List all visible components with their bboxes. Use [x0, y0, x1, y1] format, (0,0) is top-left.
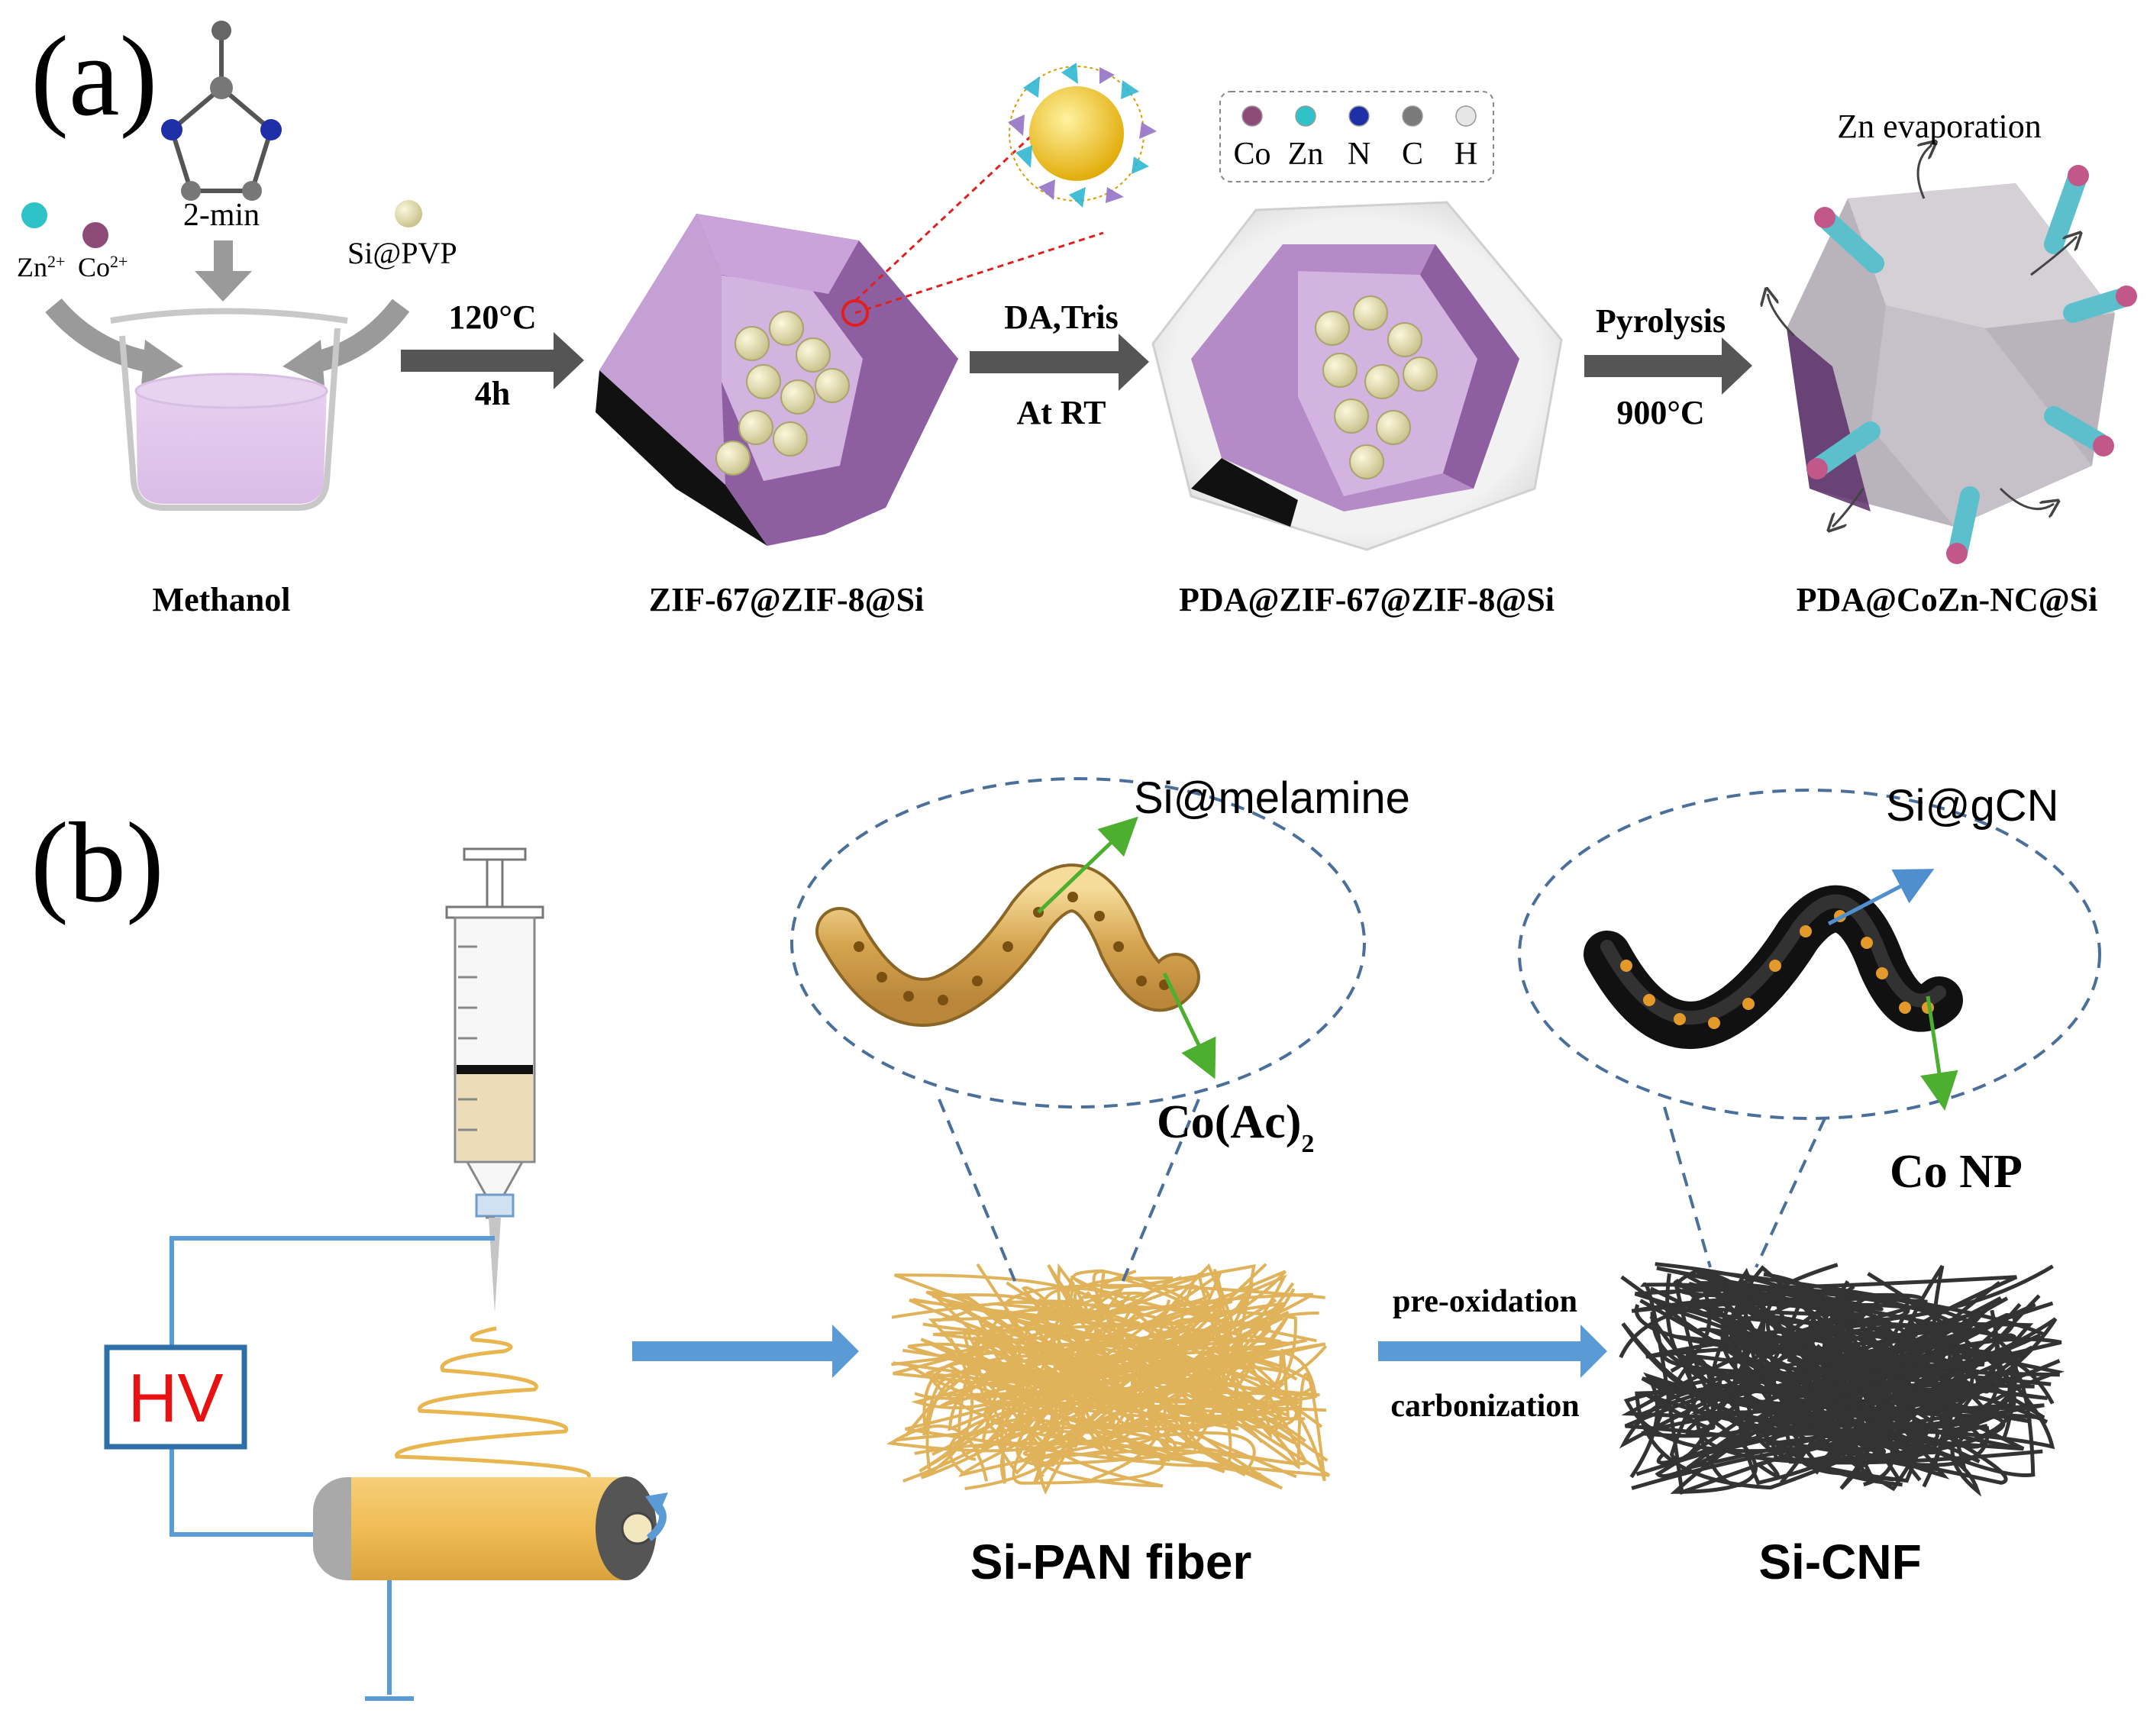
legend-dot-c [1402, 105, 1423, 127]
cozn-nc-crystal-icon [1768, 145, 2137, 564]
step2-arrow [970, 334, 1149, 391]
beaker-icon [110, 308, 348, 511]
step-top-label: pre-oxidation [1393, 1284, 1577, 1319]
fiber-jet [395, 1326, 591, 1479]
zif-crystal-icon [596, 121, 1104, 546]
si-arrow [310, 298, 410, 373]
fiber-strand [975, 1274, 1291, 1496]
legend-dot-n [1348, 105, 1370, 127]
fiber-strand [1635, 1344, 1877, 1476]
fiber-strand [1019, 1319, 1327, 1433]
fiber-strand [957, 1292, 1314, 1461]
zn-ion-icon [21, 202, 47, 228]
zoom-bubble-2 [1518, 789, 2101, 1268]
fiber-strand [1623, 1302, 2036, 1454]
fiber-strand [1686, 1354, 2008, 1475]
fiber-strand [1072, 1269, 1317, 1431]
ligand-label: 2-min [183, 198, 260, 233]
product3-label: PDA@CoZn-NC@Si [1797, 581, 2098, 618]
step2-top-label: DA,Tris [1004, 298, 1119, 336]
legend-dot-zn [1295, 105, 1316, 127]
panel-a-label: (a) [31, 13, 157, 140]
co-ion-label: Co2+ [78, 252, 128, 283]
co-ion-icon [82, 222, 108, 248]
process-arrow-2 [1378, 1325, 1607, 1378]
fiber-strand [964, 1286, 1264, 1490]
fiber-strand [960, 1356, 1272, 1421]
ligand-arrow [195, 240, 252, 302]
step3-top-label: Pyrolysis [1596, 302, 1726, 340]
collector-drum-icon [313, 1476, 668, 1580]
fiber-strand [973, 1299, 1154, 1446]
fiber1-label: Si-PAN fiber [970, 1534, 1252, 1589]
legend-dot-h [1455, 105, 1477, 127]
panel-b-label: (b) [31, 799, 164, 926]
product1-label: ZIF-67@ZIF-8@Si [649, 581, 925, 618]
si-melamine-label: Si@melamine [1134, 773, 1410, 823]
co-np-label: Co NP [1890, 1146, 2023, 1198]
process-arrow-1 [632, 1325, 859, 1378]
si-pan-fiber-mat [886, 1260, 1336, 1496]
fiber-strand [906, 1289, 1164, 1488]
step3-arrow [1584, 337, 1752, 395]
hv-power-supply [104, 1344, 247, 1450]
step1-bottom-label: 4h [475, 375, 510, 412]
fiber-strand [893, 1280, 1147, 1438]
product2-label: PDA@ZIF-67@ZIF-8@Si [1179, 581, 1555, 618]
si-pvp-icon [395, 200, 422, 227]
fiber-strand [1687, 1274, 1896, 1425]
2-min-molecule-icon [161, 21, 282, 201]
si-cnf-fiber-mat [1615, 1260, 2065, 1497]
pda-crystal-icon [1151, 201, 1563, 551]
legend-label-co: Co [1233, 137, 1270, 172]
hv-label: HV [128, 1360, 223, 1437]
ion-arrow [45, 298, 155, 373]
si-pvp-label: Si@PVP [347, 236, 457, 270]
fiber-strand [1674, 1281, 1945, 1415]
step-bottom-label: carbonization [1390, 1389, 1579, 1424]
fiber2-label: Si-CNF [1758, 1534, 1921, 1589]
step2-bottom-label: At RT [1016, 394, 1106, 431]
syringe-icon [445, 847, 544, 1313]
legend-label-h: H [1454, 137, 1477, 172]
fiber-strand [933, 1296, 1216, 1412]
zoom-bubble-1 [790, 777, 1366, 1283]
fiber-strand [1022, 1264, 1256, 1457]
legend-label-zn: Zn [1288, 137, 1324, 172]
zn-ion-label: Zn2+ [17, 252, 65, 283]
co-ac-label: Co(Ac)2 [1157, 1096, 1314, 1158]
legend-label-n: N [1348, 137, 1371, 172]
legend-label-c: C [1402, 137, 1423, 172]
solvent-label: Methanol [153, 581, 291, 618]
step1-top-label: 120°C [448, 298, 536, 336]
step3-bottom-label: 900°C [1616, 394, 1704, 431]
circuit-wire [170, 1236, 495, 1701]
legend-dot-co [1241, 105, 1263, 127]
zif-cage-icon [1008, 63, 1157, 208]
step1-arrow [401, 332, 584, 389]
fiber-strand [1650, 1266, 2016, 1380]
fiber-strand [1670, 1281, 1990, 1467]
zn-evaporation-label: Zn evaporation [1837, 108, 2042, 145]
si-gcn-label: Si@gCN [1886, 781, 2058, 831]
fiber-strand [1735, 1314, 1985, 1368]
